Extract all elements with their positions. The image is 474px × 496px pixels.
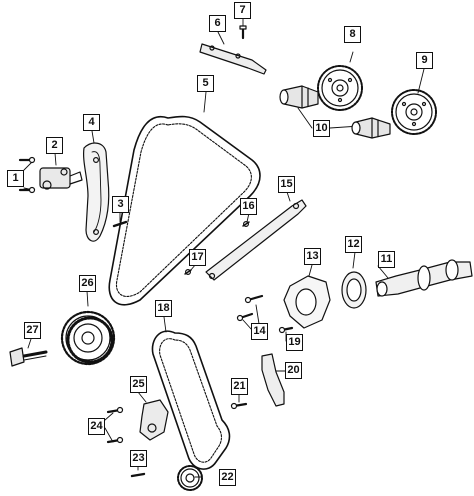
oil-control-valve-10 [279,85,391,139]
callout-6: 6 [209,15,226,32]
callout-27: 27 [24,322,41,339]
callout-2: 2 [46,137,63,154]
sprocket-26 [60,310,116,366]
sprocket-22 [177,465,203,491]
callout-12: 12 [345,236,362,253]
bolts-14-19 [236,294,294,334]
chain-guide-4 [82,142,110,242]
crank-bolt-27 [9,347,48,367]
callout-19: 19 [286,334,303,351]
callout-8: 8 [344,26,361,43]
callout-26: 26 [79,275,96,292]
pin-3 [112,220,128,228]
callout-10: 10 [313,120,330,137]
callout-24: 24 [88,418,105,435]
callout-15: 15 [278,176,295,193]
primary-chain-5 [108,115,261,306]
leader-lines [23,18,425,478]
callout-3: 3 [112,196,129,213]
callout-13: 13 [304,248,321,265]
bearing-12 [341,271,367,309]
callout-7: 7 [234,2,251,19]
callout-22: 22 [219,469,236,486]
callout-21: 21 [231,378,248,395]
chain-guide-15 [184,199,307,281]
tensioner-25 [106,399,169,478]
callout-17: 17 [189,249,206,266]
callout-1: 1 [7,170,24,187]
callout-9: 9 [416,52,433,69]
cover-plate-13 [283,275,331,329]
camshaft-11 [375,259,473,297]
secondary-chain-18 [151,330,231,470]
callout-23: 23 [130,450,147,467]
callout-16: 16 [240,198,257,215]
upper-guide-6 [199,25,267,75]
cam-phaser-9 [391,89,437,135]
cam-phaser-8 [317,65,363,111]
tensioner-2 [18,156,83,194]
callout-25: 25 [130,376,147,393]
callout-18: 18 [155,300,172,317]
callout-5: 5 [197,75,214,92]
callout-4: 4 [83,114,100,131]
guide-20 [230,353,285,410]
callout-20: 20 [285,362,302,379]
callout-14: 14 [251,323,268,340]
callout-11: 11 [378,251,395,268]
